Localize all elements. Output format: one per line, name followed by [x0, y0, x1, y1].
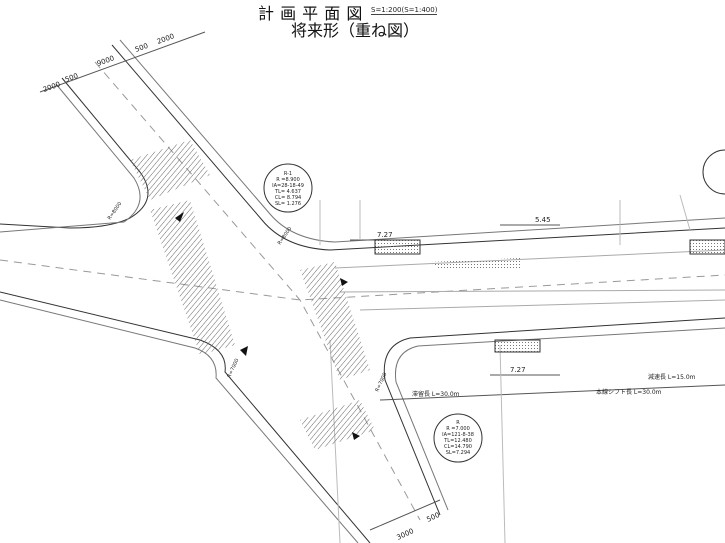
parcel-lines — [319, 194, 691, 245]
island-north-east — [689, 239, 725, 255]
channelization-stripe — [430, 258, 520, 270]
dimension-label: 500 — [64, 72, 79, 84]
corner-radius-label: R=8000 — [277, 226, 294, 246]
dimension-label: 5.45 — [535, 216, 551, 224]
island-south — [494, 339, 541, 353]
direction-arrows — [175, 212, 360, 440]
svg-text:TL= 4.637: TL= 4.637 — [274, 189, 301, 195]
island-north — [374, 239, 421, 255]
svg-text:CL= 8.794: CL= 8.794 — [275, 195, 301, 201]
drawing-title: 計 画 平 面 図 — [258, 4, 363, 23]
curve-table-circle — [433, 413, 483, 463]
corner-radius-label: R=8000 — [107, 201, 124, 221]
dimension-line-nw — [39, 31, 206, 93]
sidewalk-line-nw-east — [119, 39, 725, 243]
curve-table-1: R-1 R =8.900 IA=28-18-49 TL= 4.637 CL= 8… — [272, 171, 304, 207]
svg-text:R: R — [456, 420, 460, 426]
dimension-label: 2000 — [42, 80, 61, 94]
lane-line-1 — [334, 249, 725, 269]
curve-table-circle — [263, 163, 313, 213]
dimension-label: 500 — [134, 42, 149, 54]
drawing-subtitle: 将来形（重ね図） — [291, 21, 420, 40]
dimension-label: 3000 — [395, 527, 415, 542]
dimension-label: 7.27 — [510, 366, 526, 374]
svg-text:R =8.900: R =8.900 — [276, 177, 300, 183]
svg-text:CL=14.790: CL=14.790 — [444, 444, 472, 450]
crosswalk-east — [300, 262, 370, 380]
svg-text:IA=28-18-49: IA=28-18-49 — [272, 183, 304, 189]
curve-table-2: R R =7.000 IA=121-8-38 TL=12.480 CL=14.7… — [442, 420, 474, 456]
dimension-label: 7.27 — [377, 231, 393, 239]
storage-length-label: 滞留長 L=30.0m — [412, 390, 460, 398]
svg-text:R =7.000: R =7.000 — [446, 426, 470, 432]
dimension-line-se — [369, 499, 441, 531]
shift-length-label: 本線シフト長 L=30.0m — [596, 388, 662, 396]
svg-text:IA=121-8-38: IA=121-8-38 — [442, 432, 474, 438]
length-line — [379, 384, 725, 401]
crosswalk-south — [300, 400, 375, 450]
arrow-marker — [175, 212, 184, 222]
center-line-ew — [0, 259, 725, 301]
arrow-marker — [340, 278, 348, 286]
crosswalks — [130, 140, 725, 450]
lane-line-2 — [339, 289, 725, 293]
svg-text:SL= 1.276: SL= 1.276 — [275, 201, 301, 207]
crosswalk-west — [150, 200, 235, 355]
lane-line-3 — [359, 299, 725, 311]
crosswalk-north — [130, 140, 210, 200]
center-line-ns — [94, 61, 421, 521]
curb-line-nw-east — [111, 44, 725, 251]
corner-radius-label: R=7000 — [226, 358, 240, 379]
road-edges — [0, 31, 725, 543]
arrow-marker — [352, 432, 360, 440]
svg-text:TL=12.480: TL=12.480 — [443, 438, 472, 444]
curb-line-nw-west — [0, 77, 149, 229]
deceleration-length-label: 減速長 L=15.0m — [648, 373, 696, 381]
sidewalk-line-nw-west — [0, 83, 141, 233]
curb-line-se — [383, 317, 725, 516]
drawing-scale: S=1:200(S=1:400) — [371, 6, 438, 15]
sidewalk-line-se — [394, 327, 725, 511]
svg-text:R-1: R-1 — [284, 171, 292, 177]
curve-table-circle-partial — [702, 149, 725, 195]
sidewalk-line-sw — [0, 299, 359, 543]
svg-text:SL=7.294: SL=7.294 — [446, 450, 470, 456]
arrow-marker — [240, 346, 248, 356]
